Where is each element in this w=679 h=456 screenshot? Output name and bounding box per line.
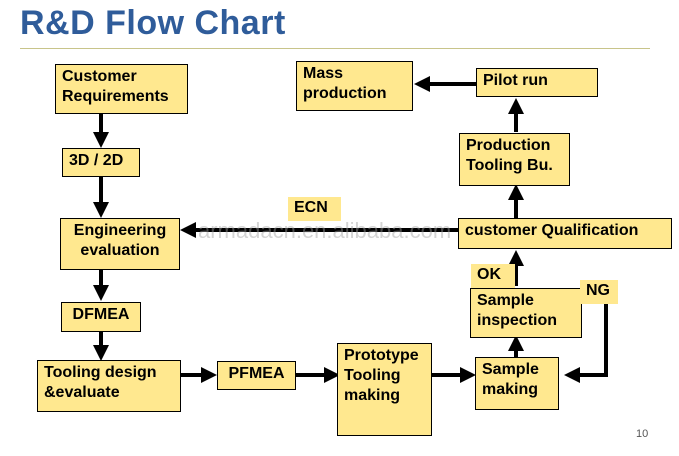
watermark: armadacn.en.alibaba.com — [198, 218, 452, 243]
node-pfmea: PFMEA — [217, 361, 296, 390]
page-title: R&D Flow Chart — [20, 4, 286, 42]
node-sample-inspection: Sample inspection — [470, 288, 582, 338]
title-divider — [20, 48, 650, 49]
label-ecn: ECN — [288, 197, 341, 221]
label-ok: OK — [471, 264, 515, 288]
node-engineering-evaluation: Engineering evaluation — [60, 218, 180, 270]
node-dfmea: DFMEA — [61, 302, 141, 332]
page-number: 10 — [636, 428, 649, 440]
node-mass-production: Mass production — [296, 61, 413, 111]
node-3d-2d: 3D / 2D — [62, 148, 140, 177]
node-pilot-run: Pilot run — [476, 68, 598, 97]
node-tooling-design: Tooling design &evaluate — [37, 360, 181, 412]
node-production-tooling: Production Tooling Bu. — [459, 133, 570, 186]
node-prototype-tooling: Prototype Tooling making — [337, 343, 432, 436]
node-customer-requirements: Customer Requirements — [55, 64, 188, 114]
label-ng: NG — [580, 280, 618, 304]
node-customer-qualification: customer Qualification — [458, 218, 672, 249]
node-sample-making: Sample making — [475, 357, 559, 410]
